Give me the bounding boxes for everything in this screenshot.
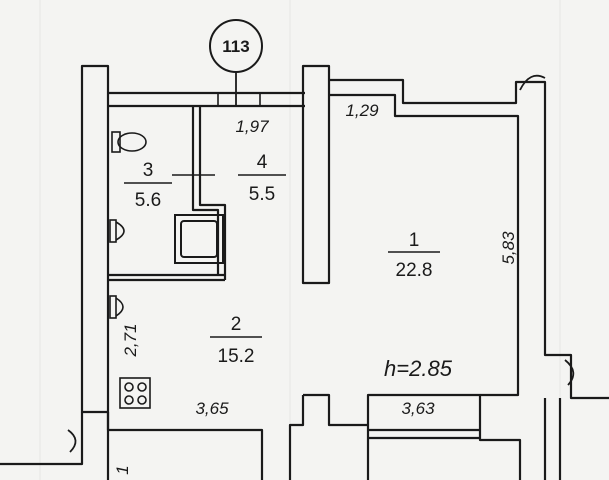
door-marks bbox=[172, 93, 261, 190]
room-3-number: 3 bbox=[143, 160, 154, 181]
shower-tray-icon bbox=[174, 214, 224, 264]
apartment-number: 113 bbox=[222, 37, 249, 56]
room-1: 1 22.8 bbox=[388, 230, 440, 281]
break-mark-right bbox=[564, 359, 575, 386]
sink-icon bbox=[109, 219, 125, 243]
dim-bottom-left: 3,65 bbox=[195, 399, 229, 418]
break-mark-left bbox=[67, 429, 77, 453]
central-pillar bbox=[301, 64, 331, 285]
toilet-icon bbox=[111, 131, 147, 153]
dim-top-right: 1,29 bbox=[345, 101, 379, 120]
ceiling-height: h=2.85 bbox=[384, 356, 453, 381]
room-1-area: 22.8 bbox=[396, 260, 433, 281]
dim-bottom-right: 3,63 bbox=[401, 399, 435, 418]
room-2-number: 2 bbox=[231, 314, 242, 335]
top-right-wall bbox=[329, 78, 609, 400]
room-3-area: 5.6 bbox=[135, 190, 161, 211]
left-wall-lower bbox=[0, 412, 84, 466]
dim-bottom-edge: 1 bbox=[113, 465, 132, 474]
bottom-wall-right bbox=[366, 393, 522, 480]
break-mark-top-right bbox=[519, 74, 546, 91]
room-4-number: 4 bbox=[257, 152, 268, 173]
dim-left-height: 2,71 bbox=[121, 323, 140, 357]
room-2: 2 15.2 bbox=[210, 314, 262, 367]
break-marks bbox=[67, 74, 575, 453]
bottom-wall-left bbox=[106, 412, 264, 480]
room-3: 3 5.6 bbox=[124, 160, 172, 211]
bottom-pillar-left bbox=[288, 395, 305, 480]
apartment-badge: 113 bbox=[209, 19, 263, 106]
room-4: 4 5.5 bbox=[238, 152, 286, 205]
kitchen-sink-icon bbox=[109, 295, 124, 319]
partition-wall-v2 bbox=[198, 106, 227, 280]
dim-right-height: 5,83 bbox=[499, 231, 518, 265]
walls bbox=[0, 64, 609, 480]
room-1-number: 1 bbox=[409, 230, 420, 251]
stove-icon bbox=[119, 377, 151, 409]
dim-top-corridor: 1,97 bbox=[235, 117, 269, 136]
room-2-area: 15.2 bbox=[218, 346, 255, 367]
bottom-pillar bbox=[303, 393, 370, 480]
room-4-area: 5.5 bbox=[249, 184, 275, 205]
top-right-wall-inner bbox=[329, 93, 520, 397]
